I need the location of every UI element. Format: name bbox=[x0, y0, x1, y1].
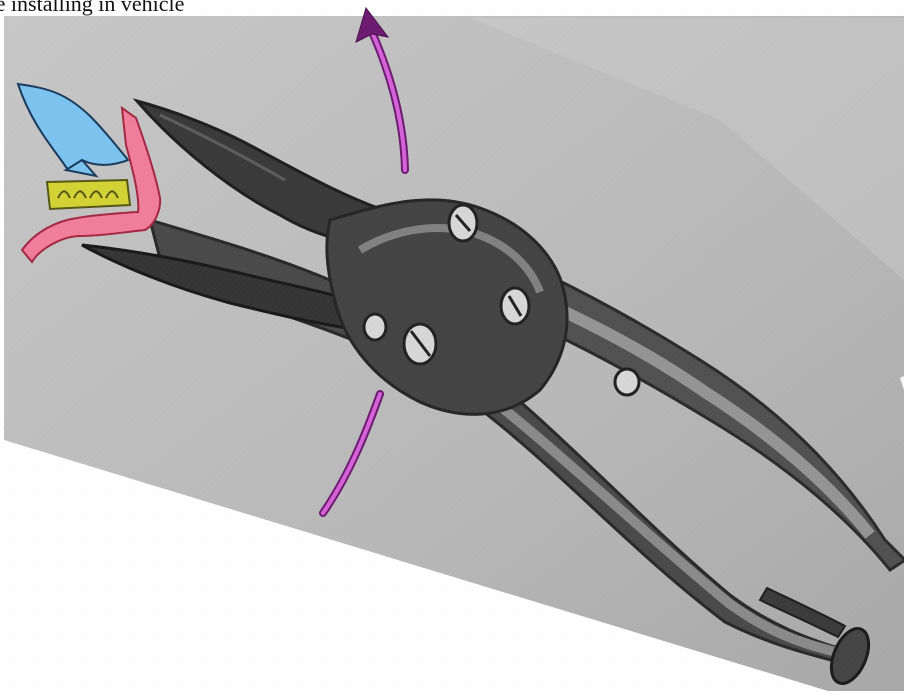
top-caption: fore installing in vehicle bbox=[0, 0, 184, 16]
